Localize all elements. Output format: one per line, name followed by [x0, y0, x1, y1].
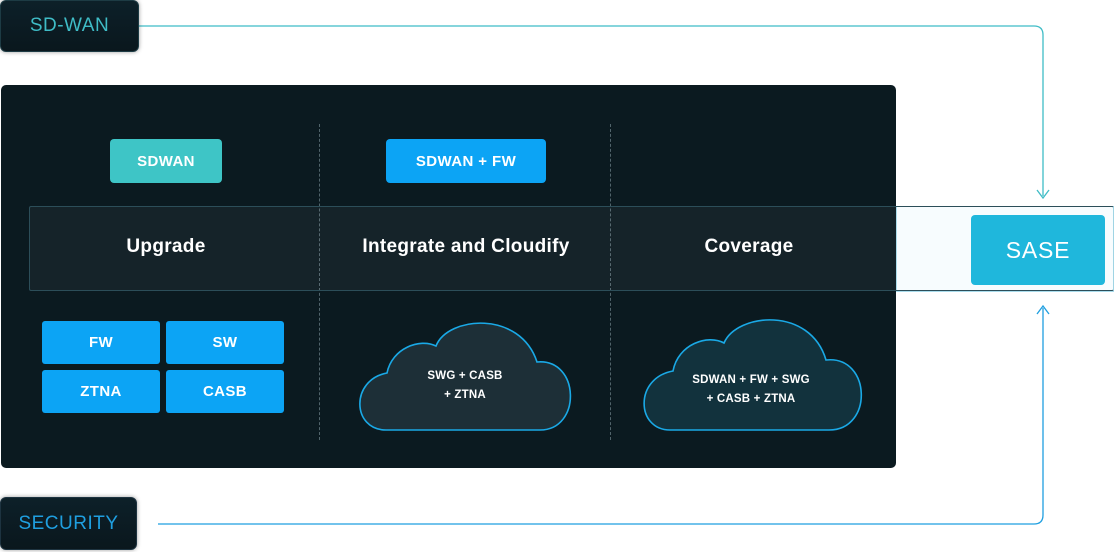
sdwan-connector	[139, 25, 1044, 196]
cloud-1-text: SWG + CASB + ZTNA	[395, 367, 535, 405]
cloud-1-line1: SWG + CASB	[427, 370, 503, 382]
sase-box: SASE	[971, 215, 1105, 285]
security-tag: SECURITY	[0, 497, 137, 550]
cloud-2-line2: + CASB + ZTNA	[706, 393, 796, 405]
security-arrow-icon	[1036, 304, 1050, 315]
stage-coverage: Coverage	[704, 236, 794, 257]
ztna-cell: ZTNA	[42, 370, 160, 413]
cloud-1-line2: + ZTNA	[444, 389, 486, 401]
fw-cell: FW	[42, 321, 160, 364]
security-connector	[158, 308, 1044, 525]
stage-band	[29, 206, 1114, 291]
casb-cell: CASB	[166, 370, 284, 413]
cloud-icon	[359, 322, 572, 431]
cloud-2-text: SDWAN + FW + SWG + CASB + ZTNA	[672, 371, 830, 409]
stage-upgrade: Upgrade	[126, 236, 206, 257]
sw-cell: SW	[166, 321, 284, 364]
sdwan-arrow-icon	[1036, 189, 1050, 200]
sdwan-tag: SD-WAN	[0, 0, 139, 52]
cloud-icon	[643, 319, 863, 431]
sdwan-fw-pill: SDWAN + FW	[386, 139, 546, 183]
sdwan-pill: SDWAN	[110, 139, 222, 183]
stage-divider	[319, 124, 320, 440]
stage-divider	[610, 124, 611, 440]
cloud-2-line1: SDWAN + FW + SWG	[692, 374, 810, 386]
stage-integrate: Integrate and Cloudify	[362, 236, 570, 257]
